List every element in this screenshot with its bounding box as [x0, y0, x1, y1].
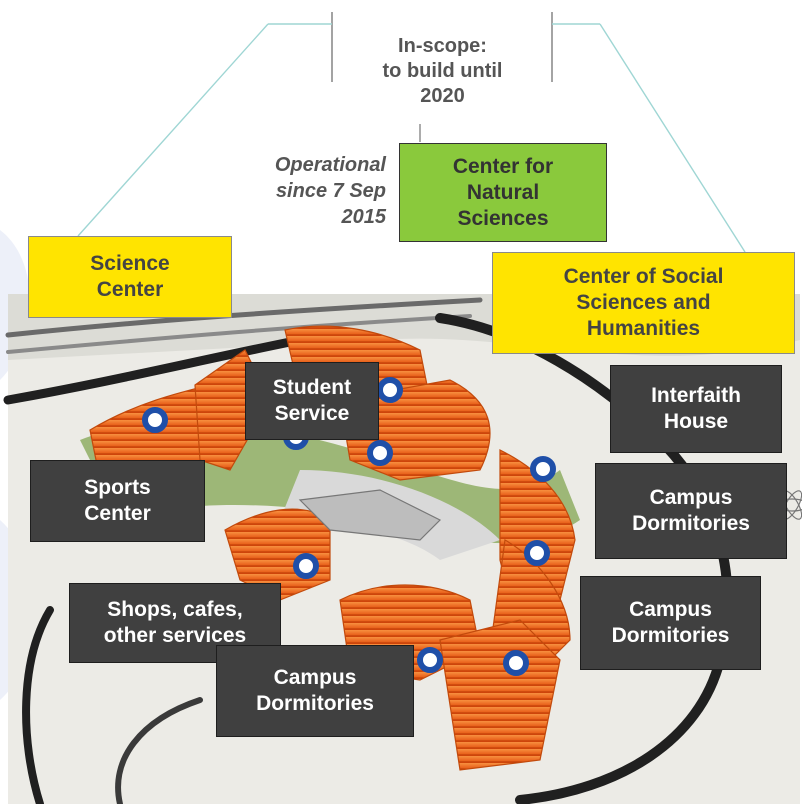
- building-dorm-south-2: [439, 619, 561, 771]
- dormitories-bottom-label: Campus Dormitories: [216, 645, 414, 737]
- scope-heading: In-scope: to build until 2020: [382, 34, 503, 107]
- social-sciences-label: Center of Social Sciences and Humanities: [492, 252, 795, 354]
- dormitories-right-upper-label: Campus Dormitories: [595, 463, 787, 559]
- interfaith-house-label: Interfaith House: [610, 365, 782, 453]
- map-pin-icon: [293, 553, 319, 579]
- map-pin-icon: [503, 650, 529, 676]
- map-pin-icon: [377, 377, 403, 403]
- student-service-label: Student Service: [245, 362, 379, 440]
- callout-lines: [77, 12, 746, 253]
- map-pin-icon: [142, 407, 168, 433]
- map-pin-icon: [417, 647, 443, 673]
- map-pin-icon: [530, 456, 556, 482]
- science-center-label: Science Center: [28, 236, 232, 318]
- map-pin-icon: [367, 440, 393, 466]
- building-gray-pavilion: [298, 489, 442, 541]
- map-pin-icon: [524, 540, 550, 566]
- natural-sciences-label: Center for Natural Sciences: [399, 143, 607, 242]
- sports-center-label: Sports Center: [30, 460, 205, 542]
- dormitories-right-lower-label: Campus Dormitories: [580, 576, 761, 670]
- operational-note: Operational since 7 Sep 2015: [274, 154, 386, 228]
